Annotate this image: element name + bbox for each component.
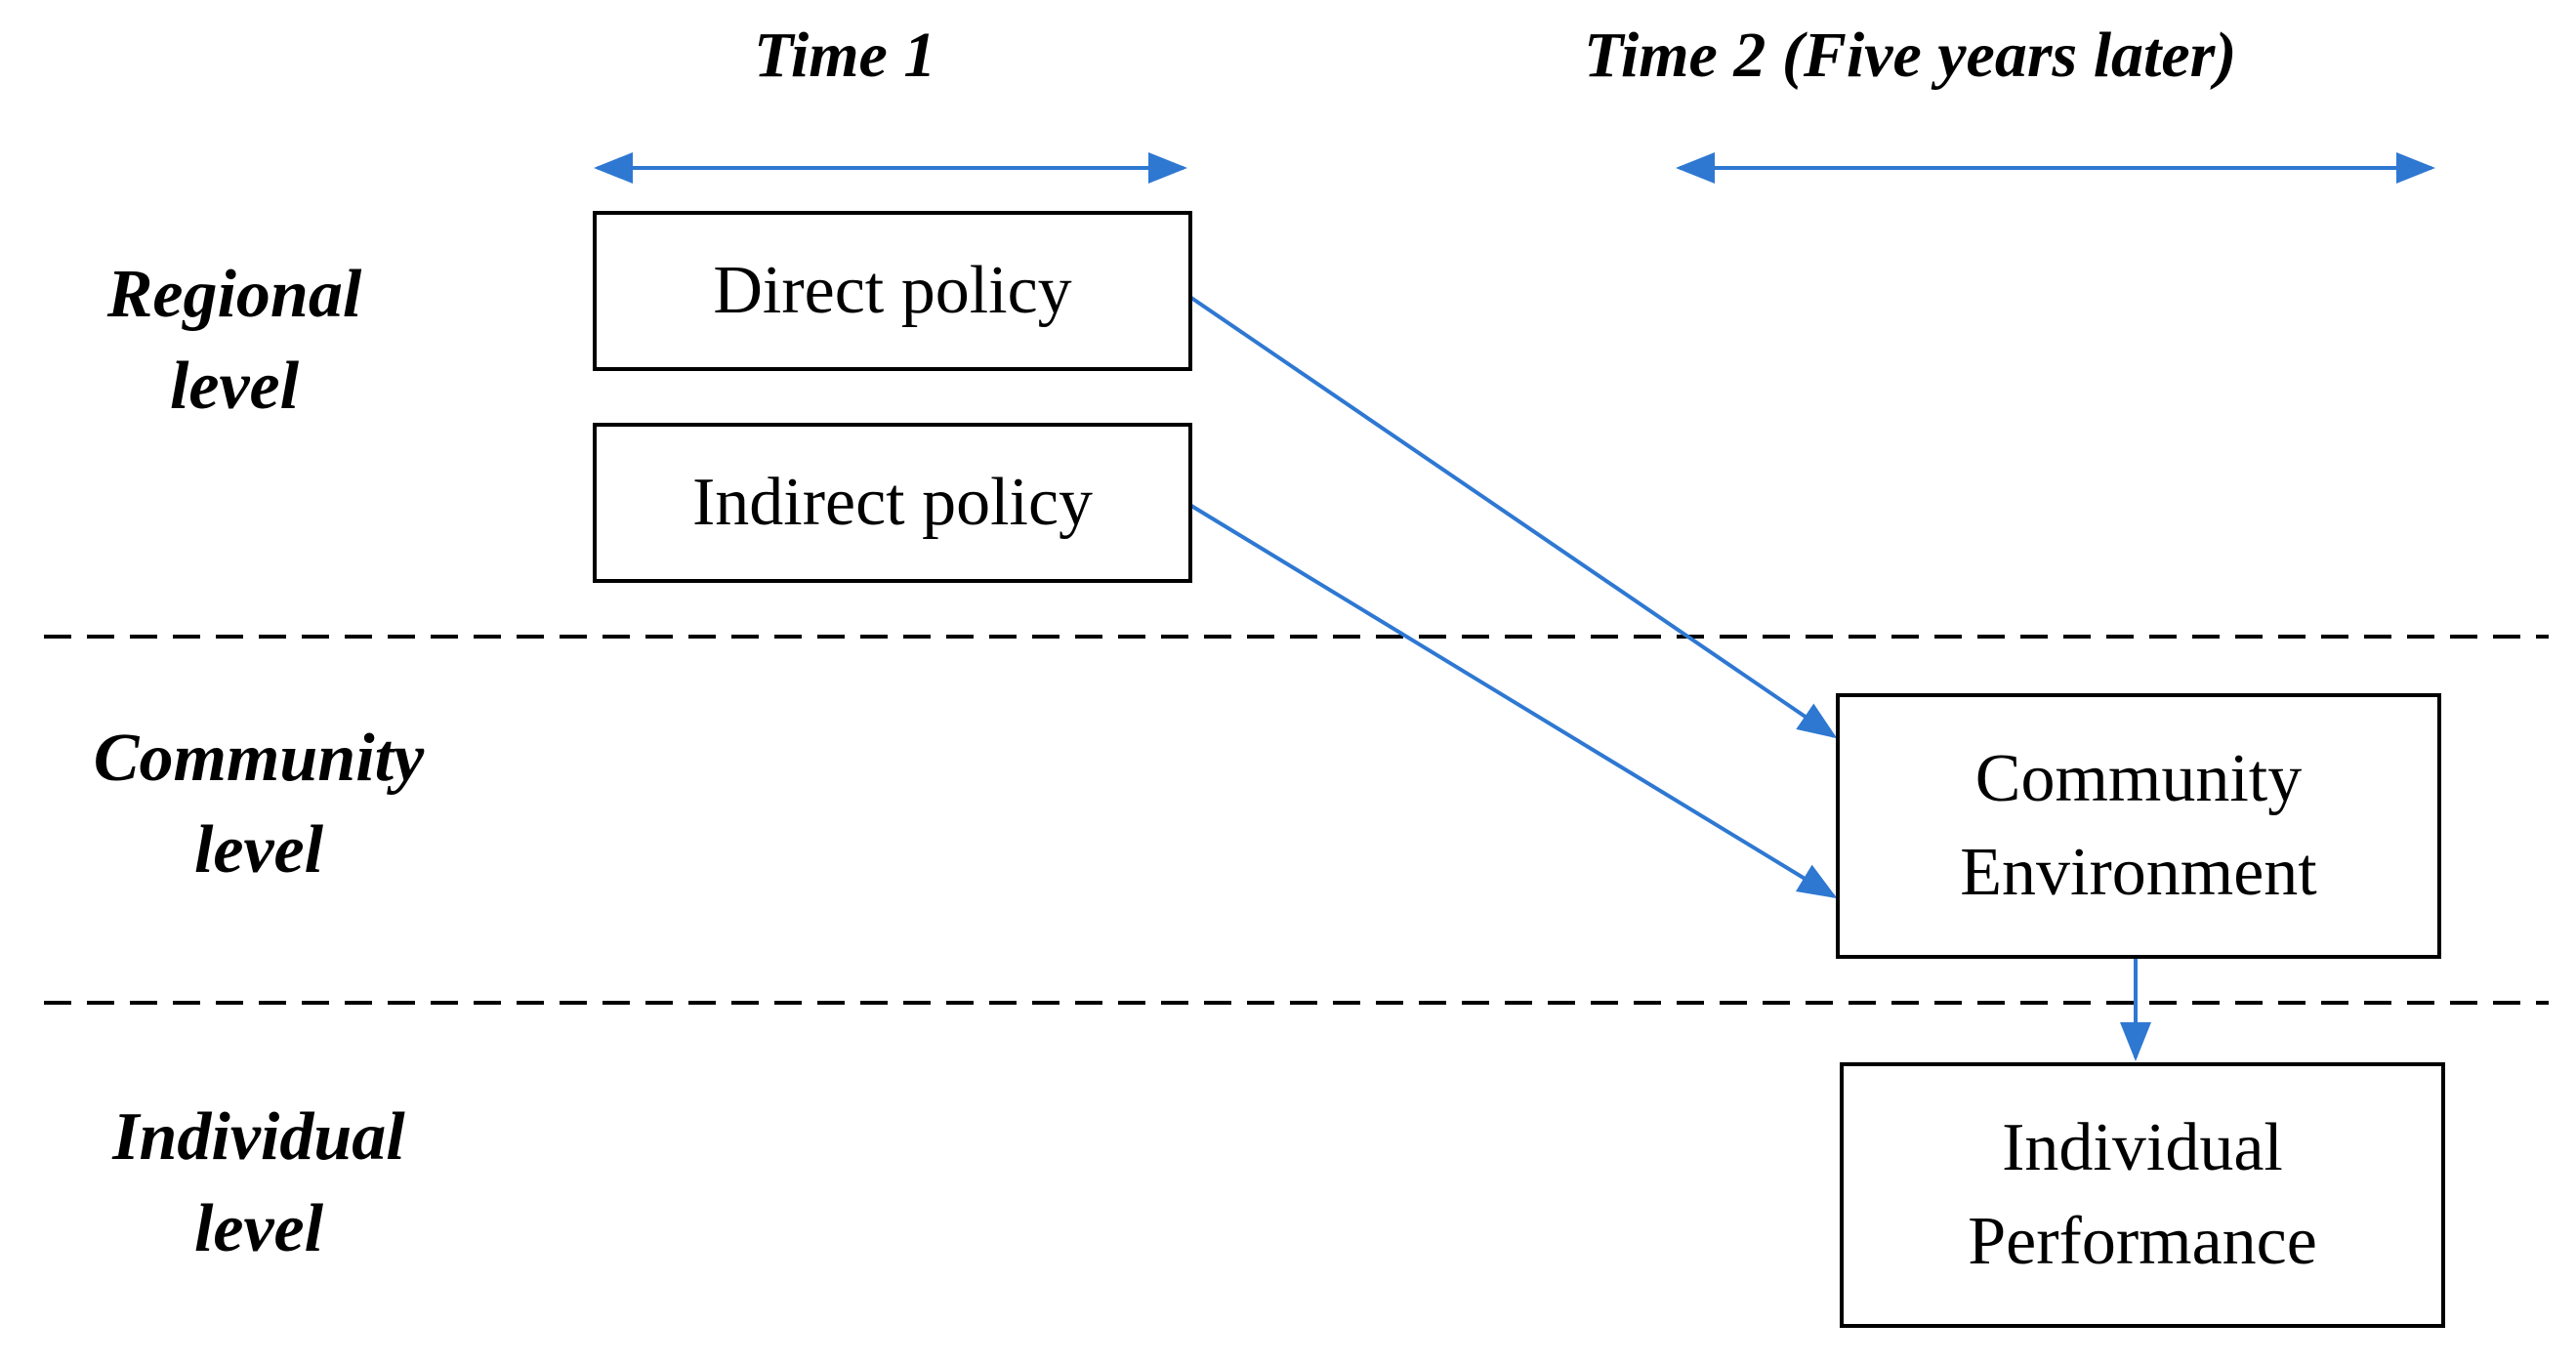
indirect-to-community-arrow [1189,504,1838,899]
individual-level-label: Individual level [83,1092,435,1275]
individual-performance-box: Individual Performance [1840,1062,2445,1328]
community-level-label: Community level [63,713,454,896]
community-environment-line1: Community [1974,741,2303,816]
community-level-line1: Community [93,721,425,796]
regional-level-line1: Regional [106,257,362,332]
regional-level-label: Regional level [78,249,391,433]
community-level-line2: level [193,812,324,888]
time2-header: Time 2 (Five years later) [1584,20,2237,91]
direct-to-community-arrow [1189,296,1838,739]
indirect-policy-text: Indirect policy [691,465,1094,540]
individual-performance-line1: Individual [2002,1110,2283,1185]
indirect-policy-box: Indirect policy [593,423,1192,583]
time1-header: Time 1 [754,20,936,91]
community-environment-box: Community Environment [1836,693,2441,959]
direct-policy-text: Direct policy [713,253,1072,328]
direct-policy-box: Direct policy [593,211,1192,371]
community-environment-line2: Environment [1960,835,2317,910]
regional-level-line2: level [169,349,300,424]
individual-level-line1: Individual [112,1099,405,1175]
individual-performance-line2: Performance [1968,1204,2317,1279]
individual-level-line2: level [193,1191,324,1266]
